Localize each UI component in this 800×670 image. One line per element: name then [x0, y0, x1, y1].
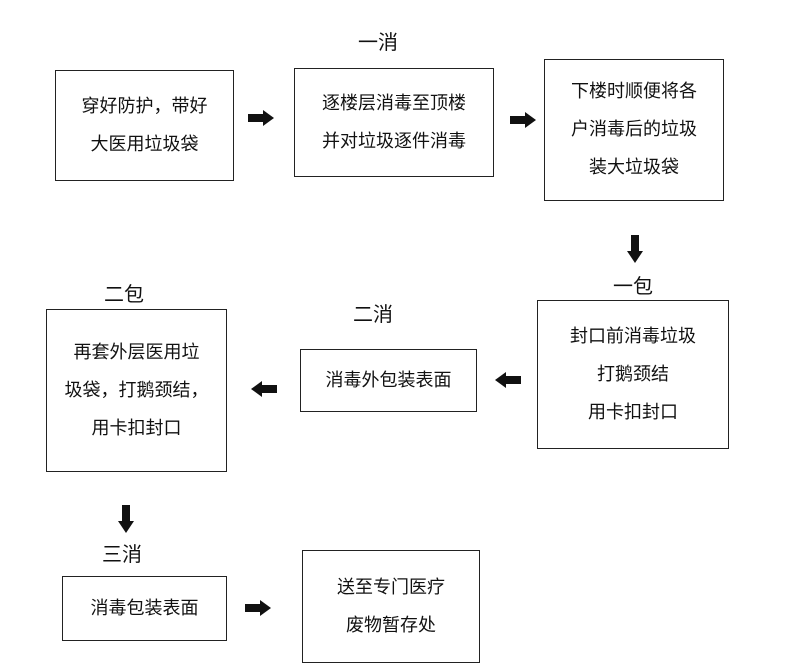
stage-label-second-disinfect: 二消 [353, 302, 393, 326]
step-text-line: 穿好防护，带好 [81, 95, 208, 117]
step-text-line: 封口前消毒垃圾 [570, 325, 696, 347]
arrow-down-icon [118, 505, 134, 533]
step-text-line: 再套外层医用垃 [73, 341, 200, 363]
step-text-line: 并对垃圾逐件消毒 [322, 130, 466, 152]
stage-label-third-disinfect: 三消 [102, 542, 142, 566]
arrow-right-icon [245, 600, 271, 616]
step-text-line: 消毒外包装表面 [325, 369, 452, 391]
step-wear-protection: 穿好防护，带好 大医用垃圾袋 [55, 70, 234, 181]
stage-label-first-disinfect: 一消 [358, 30, 398, 54]
step-seal-inner-bag: 封口前消毒垃圾 打鹅颈结 用卡扣封口 [537, 300, 729, 449]
step-send-to-storage: 送至专门医疗 废物暂存处 [302, 550, 480, 663]
step-text-line: 废物暂存处 [346, 614, 436, 636]
step-disinfect-floors: 逐楼层消毒至顶楼 并对垃圾逐件消毒 [294, 68, 494, 177]
arrow-left-icon [495, 372, 521, 388]
arrow-left-icon [251, 381, 277, 397]
step-text-line: 消毒包装表面 [90, 597, 199, 619]
step-text-line: 大医用垃圾袋 [90, 133, 199, 155]
arrow-down-icon [627, 235, 643, 263]
step-text-line: 下楼时顺便将各 [571, 81, 697, 102]
step-text-line: 装大垃圾袋 [589, 157, 679, 178]
step-collect-bags: 下楼时顺便将各 户消毒后的垃圾 装大垃圾袋 [544, 59, 724, 201]
step-text-line: 用卡扣封口 [588, 401, 678, 423]
step-text-line: 送至专门医疗 [337, 576, 445, 598]
arrow-right-icon [248, 110, 274, 126]
step-disinfect-packaging: 消毒包装表面 [62, 576, 227, 641]
step-text-line: 打鹅颈结 [597, 363, 669, 385]
step-text-line: 用卡扣封口 [91, 417, 182, 439]
stage-label-second-pack: 二包 [104, 282, 144, 306]
step-text-line: 户消毒后的垃圾 [571, 119, 697, 140]
step-text-line: 圾袋，打鹅颈结， [64, 379, 209, 401]
step-disinfect-outer-packaging: 消毒外包装表面 [300, 349, 477, 412]
step-text-line: 逐楼层消毒至顶楼 [322, 92, 466, 114]
arrow-right-icon [510, 112, 536, 128]
step-double-bag: 再套外层医用垃 圾袋，打鹅颈结， 用卡扣封口 [46, 309, 227, 472]
stage-label-first-pack: 一包 [613, 274, 653, 298]
